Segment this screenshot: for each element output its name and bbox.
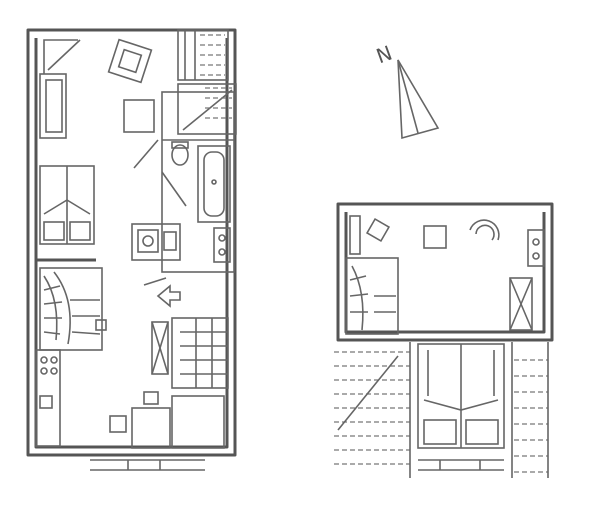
sofa — [39, 73, 67, 139]
upper-bottom-window — [418, 459, 504, 471]
ground-floor-plan — [26, 28, 237, 471]
bottom-windows — [90, 459, 205, 471]
double-bed — [39, 165, 95, 245]
corner-cabinet — [47, 39, 81, 71]
wardrobe — [171, 395, 225, 449]
roof-slope-left — [334, 342, 411, 478]
spiral-staircase — [39, 267, 107, 351]
washroom — [131, 223, 181, 261]
straight-staircase — [171, 317, 229, 389]
cabinet — [151, 321, 169, 375]
door-swing — [133, 139, 159, 169]
chimney-shaft — [177, 29, 229, 81]
side-table — [365, 217, 391, 243]
bathroom — [161, 83, 237, 273]
upper-spiral-staircase — [345, 257, 399, 335]
entrance-arrow — [143, 277, 181, 308]
upper-double-bed — [417, 343, 505, 449]
roof-slope-right — [511, 342, 549, 478]
upper-shelf — [349, 215, 361, 255]
round-chair — [469, 219, 500, 241]
desk — [123, 99, 155, 133]
north-arrow: N — [373, 41, 440, 140]
kitchen-counter — [35, 349, 61, 447]
dining-table — [109, 391, 171, 449]
coffee-table — [423, 225, 447, 249]
upper-kitchenette — [509, 229, 545, 331]
north-label: N — [373, 41, 395, 69]
upper-floor-plan — [334, 202, 554, 478]
armchair — [107, 38, 153, 84]
